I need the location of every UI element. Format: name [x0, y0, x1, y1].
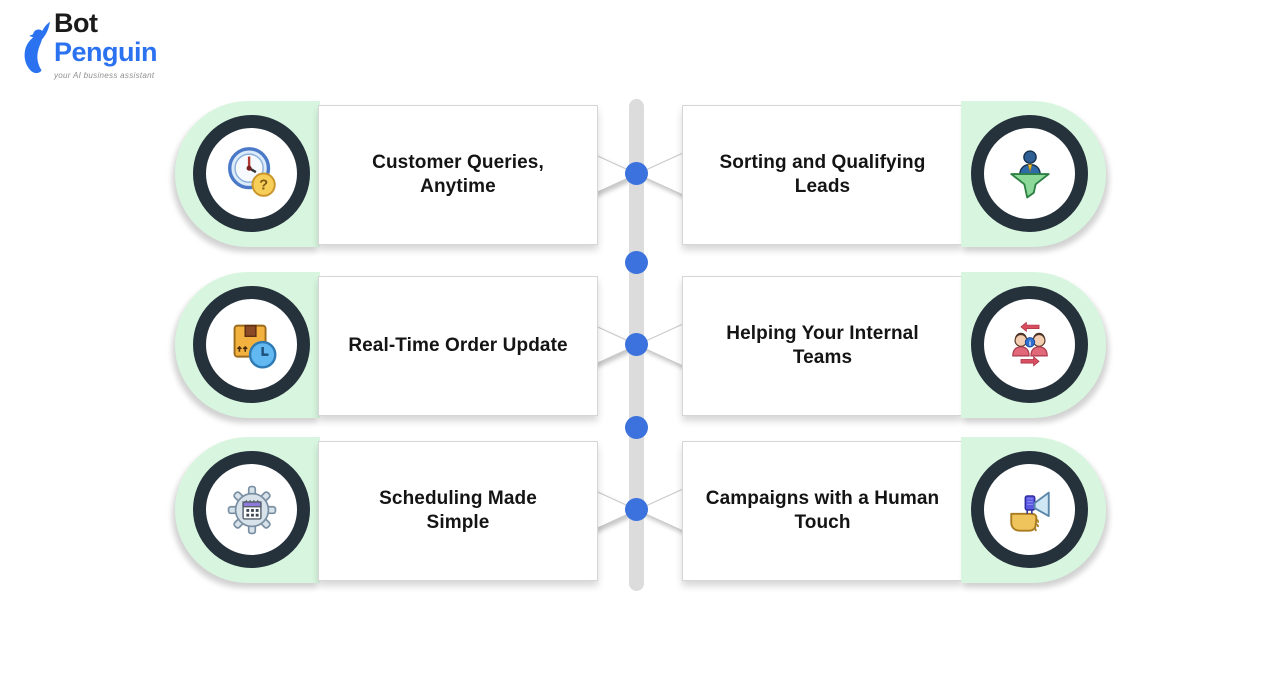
brand-name-bot: Bot	[54, 8, 98, 38]
icon-ring: i	[971, 286, 1088, 403]
botpenguin-logo: Bot Penguin your AI business assistant	[16, 8, 158, 80]
icon-ring	[193, 286, 310, 403]
lead-funnel-icon	[998, 142, 1062, 206]
timeline-dot-4	[625, 416, 648, 439]
calendar-gear-icon	[220, 478, 284, 542]
timeline-dot-2	[625, 251, 648, 274]
feature-title: Campaigns with a Human Touch	[705, 488, 940, 533]
feature-card-campaigns: Campaigns with a Human Touch	[682, 441, 963, 581]
svg-text:i: i	[1028, 339, 1030, 347]
timeline-dot-1	[625, 162, 648, 185]
megaphone-hand-icon	[998, 478, 1062, 542]
feature-capsule-customer-queries: ?	[175, 101, 320, 247]
brand-name-penguin: Penguin	[54, 37, 158, 67]
feature-capsule-scheduling	[175, 437, 320, 583]
feature-card-scheduling: Scheduling Made Simple	[318, 441, 598, 581]
feature-capsule-internal-teams: i	[961, 272, 1106, 418]
feature-card-internal-teams: Helping Your Internal Teams	[682, 276, 963, 416]
feature-title: Sorting and Qualifying Leads	[719, 152, 926, 197]
feature-card-customer-queries: Customer Queries, Anytime	[318, 105, 598, 245]
clock-question-icon: ?	[220, 142, 284, 206]
icon-ring: ?	[193, 115, 310, 232]
feature-capsule-order-update	[175, 272, 320, 418]
brand-tagline: your AI business assistant	[54, 71, 155, 80]
feature-title: Scheduling Made Simple	[379, 488, 537, 533]
feature-title: Helping Your Internal Teams	[726, 323, 919, 368]
feature-title: Real-Time Order Update	[348, 335, 568, 357]
feature-card-sorting-leads: Sorting and Qualifying Leads	[682, 105, 963, 245]
timeline-dot-3	[625, 333, 648, 356]
feature-capsule-campaigns	[961, 437, 1106, 583]
icon-ring	[193, 451, 310, 568]
team-exchange-icon: i	[998, 313, 1062, 377]
icon-ring	[971, 115, 1088, 232]
penguin-icon	[24, 21, 50, 74]
icon-ring	[971, 451, 1088, 568]
feature-card-order-update: Real-Time Order Update	[318, 276, 598, 416]
timeline-dot-5	[625, 498, 648, 521]
feature-capsule-sorting-leads	[961, 101, 1106, 247]
svg-text:?: ?	[259, 177, 268, 193]
package-clock-icon	[220, 313, 284, 377]
feature-title: Customer Queries, Anytime	[372, 152, 544, 197]
